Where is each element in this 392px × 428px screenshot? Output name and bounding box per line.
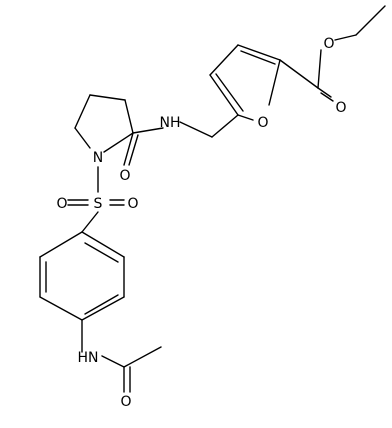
bond [279, 59, 319, 89]
bond [84, 242, 119, 263]
atom-label-s-sulfonyl: S [94, 196, 103, 212]
bond [179, 121, 213, 138]
bond [74, 127, 91, 149]
bond [209, 44, 239, 76]
bond [124, 99, 134, 134]
atom-label-hn-acetamide: HN [78, 350, 99, 366]
atom-label-o-amide: O [119, 168, 130, 184]
bond [81, 296, 125, 321]
bond [103, 132, 134, 153]
bond [123, 132, 134, 166]
bond [211, 114, 239, 138]
bond [101, 355, 125, 368]
bond [209, 74, 239, 116]
atom-label-o-sulfonyl-right: O [127, 196, 138, 212]
bond [84, 294, 119, 315]
atom-label-o-ester-single: O [323, 36, 334, 52]
amide-linkage [123, 114, 239, 166]
atom-label-o-sulfonyl-left: O [56, 196, 67, 212]
bond [237, 114, 254, 121]
bond [39, 231, 83, 258]
acetamide-group [81, 319, 162, 393]
benzene-ring [39, 231, 125, 321]
bond [89, 94, 126, 101]
bond [320, 92, 334, 102]
atom-label-o-acetyl: O [120, 394, 131, 410]
bond [128, 134, 139, 166]
atom-label-n-pyrrolidine: N [93, 150, 103, 166]
bond [317, 49, 322, 89]
bond [81, 211, 99, 233]
sulfonyl-group [67, 166, 125, 233]
bond [39, 296, 83, 321]
pyrrolidine-ring [74, 94, 134, 153]
bond [355, 5, 386, 36]
atom-label-o-ester-double: O [335, 100, 346, 116]
bond [123, 346, 162, 368]
ethyl-ester [279, 5, 386, 102]
bond [237, 44, 281, 61]
atom-label-nh-amide: NH [160, 115, 181, 131]
bond [74, 94, 91, 129]
bond [240, 50, 276, 65]
atom-label-o-furan: O [257, 115, 268, 131]
bond [132, 127, 164, 134]
bond [334, 34, 357, 41]
bond [317, 87, 332, 98]
bond [215, 73, 244, 112]
furan-ring [209, 44, 281, 121]
bond [268, 59, 281, 106]
atom-labels: NH O O O N O S O O HN O [56, 36, 346, 410]
bond [81, 231, 125, 258]
